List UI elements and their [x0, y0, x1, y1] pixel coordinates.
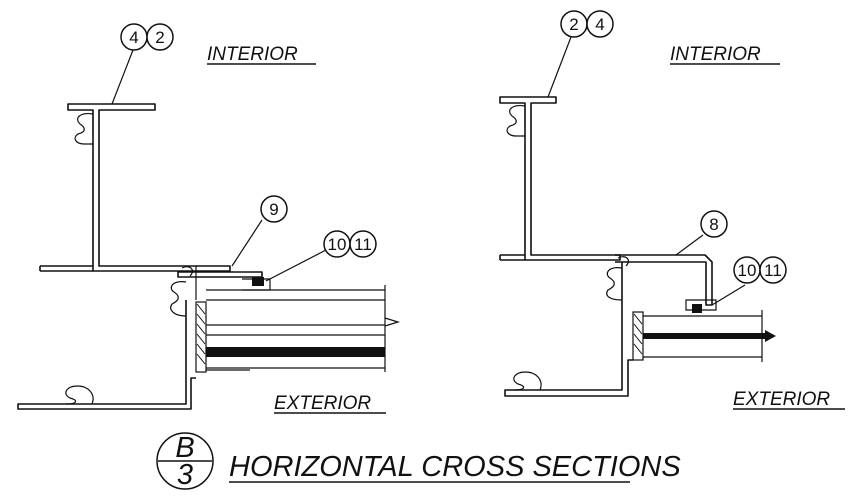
left-interior-label: INTERIOR — [207, 44, 298, 65]
right-screw-spline-mid — [606, 267, 623, 301]
left-section: 4 2 9 10 11 INTERIOR EXTERIOR — [17, 23, 401, 414]
right-callout-4-text: 4 — [595, 15, 604, 34]
right-lower-mullion — [504, 262, 633, 397]
right-pressure-plate — [615, 254, 713, 306]
right-screw-spline-bottom — [513, 371, 542, 391]
right-gasket — [692, 304, 702, 313]
right-glass-panel — [643, 333, 765, 339]
right-glass-stop — [685, 299, 717, 311]
right-callout-11-text: 11 — [764, 261, 782, 280]
right-leader-gasket — [711, 284, 746, 306]
left-callout-2-text: 2 — [155, 28, 164, 47]
left-lower-mullion — [17, 300, 196, 410]
left-clip — [181, 266, 197, 300]
left-mullion-return — [39, 265, 93, 272]
left-exterior-label: EXTERIOR — [274, 393, 371, 414]
left-callout-4-text: 4 — [129, 28, 138, 47]
right-section: 2 4 8 10 11 INTERIOR EXTERIOR — [499, 10, 845, 410]
right-clip — [617, 256, 630, 267]
left-callout-11 — [349, 230, 377, 258]
left-gasket — [252, 277, 264, 286]
right-callout-4 — [586, 10, 614, 38]
left-screw-spline-bottom — [65, 385, 94, 405]
detail-letter: B — [175, 432, 194, 464]
left-callout-11-text: 11 — [354, 235, 372, 254]
left-callout-9 — [260, 195, 288, 223]
left-screw-spline-mid — [170, 281, 187, 317]
left-leader-top — [111, 49, 134, 105]
right-mullion-return — [499, 254, 525, 261]
right-callout-8-text: 8 — [709, 215, 718, 234]
right-screw-spline-top — [506, 105, 526, 137]
left-mullion-profile — [67, 103, 231, 272]
right-leader-top — [547, 36, 572, 98]
left-callout-2 — [146, 23, 174, 51]
right-callout-8 — [700, 210, 728, 238]
left-setting-block — [195, 301, 207, 373]
right-exterior-label: EXTERIOR — [733, 389, 830, 410]
right-interior-label: INTERIOR — [670, 44, 761, 65]
left-glazing-unit — [195, 285, 401, 373]
left-callout-10-text: 10 — [328, 235, 347, 254]
left-leader-gasket — [265, 249, 327, 282]
title-block: B 3 HORIZONTAL CROSS SECTIONS — [156, 432, 681, 491]
right-callout-11 — [759, 256, 787, 284]
left-callout-9-text: 9 — [269, 200, 278, 219]
drawing-title: HORIZONTAL CROSS SECTIONS — [229, 451, 681, 483]
left-screw-spline-top — [74, 113, 94, 145]
right-callout-10-text: 10 — [738, 261, 757, 280]
right-mullion-profile — [499, 96, 621, 261]
left-leader-mid — [231, 219, 263, 267]
left-break-mark — [384, 317, 401, 327]
right-callout-2-text: 2 — [569, 15, 578, 34]
right-leader-mid — [675, 234, 704, 256]
right-glazing-unit — [632, 310, 776, 362]
left-glass-panel — [206, 347, 385, 357]
detail-sheet-number: 3 — [177, 459, 193, 491]
